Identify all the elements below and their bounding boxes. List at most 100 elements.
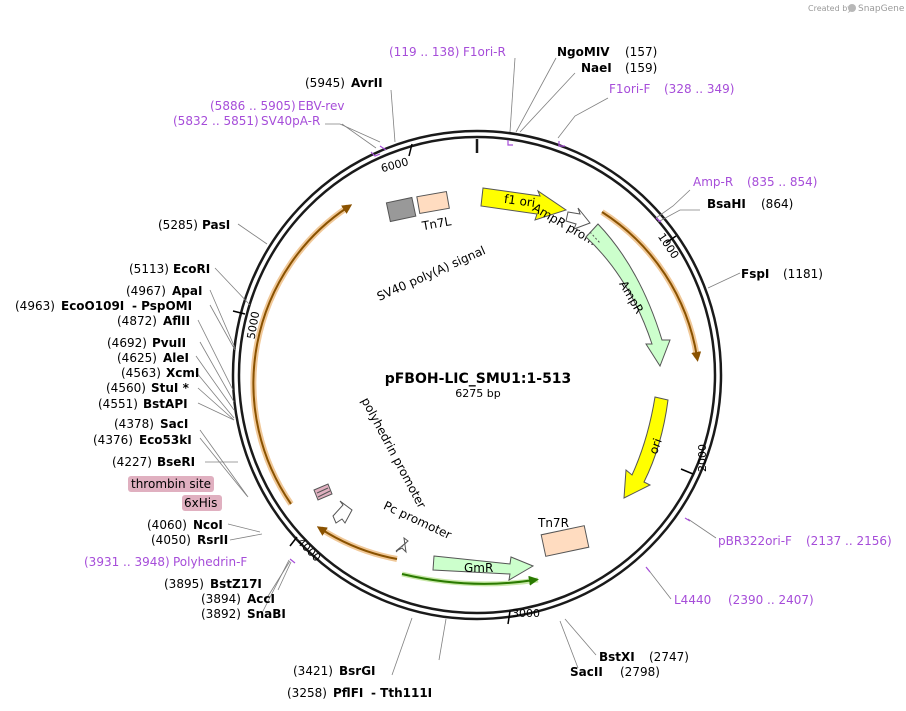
his-tag-badge — [182, 495, 222, 511]
enzyme-eco53ki-pos: (4376) — [93, 433, 133, 447]
enzyme-pasi-name: PasI — [202, 218, 230, 232]
enzyme-naei-name: NaeI — [581, 61, 612, 75]
primer-polyhedrin-f-range: (3931 .. 3948) — [84, 555, 170, 569]
primer-f1ori-f-range: (328 .. 349) — [664, 82, 734, 96]
tick-6000: 6000 — [380, 155, 410, 175]
enzyme-alei-pos: (4625) — [117, 351, 157, 365]
snapgene-watermark: Created by SnapGene — [808, 4, 905, 14]
primer-polyhedrin-f-name: Polyhedrin-F — [173, 555, 247, 569]
enzyme-bsrgi-name: BsrGI — [339, 664, 376, 678]
his-tag-label: 6xHis — [184, 496, 217, 510]
snapgene-logo-icon — [848, 4, 856, 12]
primer-pbr322ori-f-range: (2137 .. 2156) — [806, 534, 892, 548]
enzyme-fspi-pos: (1181) — [783, 267, 823, 281]
enzyme-bseri-name: BseRI — [157, 455, 195, 469]
orf-arcs — [250, 204, 702, 587]
enzyme-acci-pos: (3894) — [201, 592, 241, 606]
primer-amp-r-range: (835 .. 854) — [747, 175, 817, 189]
primer-f1ori-r-range: (119 .. 138) — [389, 45, 459, 59]
primer-amp-r-name: Amp-R — [693, 175, 733, 189]
plasmid-size: 6275 bp — [455, 387, 500, 400]
plasmid-name: pFBOH-LIC_SMU1:1-513 — [385, 371, 572, 387]
f1-ori-label: f1 ori — [503, 192, 536, 210]
enzyme-acci-name: AccI — [247, 592, 275, 606]
orf-arc-left — [252, 204, 353, 505]
enzyme-aflii-name: AflII — [163, 314, 190, 328]
primer-pbr322ori-f-name: pBR322ori-F — [718, 534, 792, 548]
ampr-promoter-arrow — [565, 207, 591, 230]
enzyme-sacii-name: SacII — [570, 665, 603, 679]
tn7r-box — [540, 525, 590, 557]
enzyme-ecoo109i-pos: (4963) — [15, 299, 55, 313]
primer-ebv-rev-range: (5886 .. 5905) — [210, 99, 296, 113]
primer-sv40pa-r-range: (5832 .. 5851) — [173, 114, 259, 128]
orf-arc-bottom — [316, 526, 398, 560]
thrombin-site-badge — [128, 476, 214, 492]
enzyme-bstapi-pos: (4551) — [98, 397, 138, 411]
thrombin-site-label: thrombin site — [131, 477, 211, 491]
tick-3000: 3000 — [512, 607, 540, 620]
enzyme-aflii-pos: (4872) — [117, 314, 157, 328]
enzyme-bstxi-name: BstXI — [599, 650, 635, 664]
sv40-label: SV40 poly(A) signal — [375, 243, 488, 303]
enzyme-pflfi-name: PflFI — [333, 686, 363, 700]
orf-arc-bottom-glow — [319, 526, 398, 562]
primer-sv40pa-r-name: SV40pA-R — [261, 114, 320, 128]
ampr-promoter-junction — [589, 231, 601, 244]
enzyme-bsrgi-pos: (3421) — [293, 664, 333, 678]
enzyme-snabi-pos: (3892) — [201, 607, 241, 621]
enzyme-stui-name: StuI * — [151, 381, 190, 395]
enzyme-stui-pos: (4560) — [106, 381, 146, 395]
enzyme-snabi-name: SnaBI — [247, 607, 286, 621]
orf-arc-right — [601, 211, 702, 362]
watermark-brand: SnapGene — [858, 4, 905, 14]
gmr-orf-arc — [401, 573, 539, 586]
enzyme-sacii-pos: (2798) — [620, 665, 660, 679]
enzyme-labels: NgoMIV (157) NaeI (159) (5945) AvrII Bsa… — [15, 45, 823, 700]
enzyme-ecoo109i-name: EcoO109I — [61, 299, 124, 313]
enzyme-pflfi-pos: (3258) — [287, 686, 327, 700]
tn7r-label: Tn7R — [537, 516, 569, 530]
enzyme-bstz17i-pos: (3895) — [164, 577, 204, 591]
enzyme-rsrii-name: RsrII — [197, 533, 228, 547]
enzyme-ecori-pos: (5113) — [129, 262, 169, 276]
gmr-arrow — [432, 555, 535, 581]
f1-ori-arrow — [480, 187, 568, 221]
primer-f1ori-f-name: F1ori-F — [609, 82, 650, 96]
enzyme-rsrii-pos: (4050) — [151, 533, 191, 547]
his-tag-marker — [313, 483, 333, 501]
primer-l4440-range: (2390 .. 2407) — [728, 593, 814, 607]
enzyme-avrii-pos: (5945) — [305, 76, 345, 90]
enzyme-naei-pos: (159) — [625, 61, 657, 75]
tn7l-label: Tn7L — [420, 214, 453, 233]
backbone — [231, 129, 723, 621]
enzyme-ecori-name: EcoRI — [173, 262, 210, 276]
leader-lines — [195, 57, 741, 676]
primer-labels: (119 .. 138) F1ori-R F1ori-F (328 .. 349… — [84, 45, 892, 607]
enzyme-eco53ki-name: Eco53kI — [139, 433, 192, 447]
enzyme-bseri-pos: (4227) — [112, 455, 152, 469]
enzyme-ngomiv-pos: (157) — [625, 45, 657, 59]
enzyme-saci-pos: (4378) — [114, 417, 154, 431]
enzyme-saci-name: SacI — [160, 417, 188, 431]
enzyme-ncoi-name: NcoI — [193, 518, 223, 532]
sv40-polya-box — [385, 196, 417, 223]
gmr-label: GmR — [464, 561, 493, 575]
enzyme-xcmi-pos: (4563) — [121, 366, 161, 380]
enzyme-apai-name: ApaI — [172, 284, 202, 298]
plasmid-title-block: pFBOH-LIC_SMU1:1-513 6275 bp — [385, 371, 572, 400]
enzyme-bstz17i-name: BstZ17I — [210, 577, 262, 591]
enzyme-pvuii-name: PvuII — [152, 336, 186, 350]
enzyme-pvuii-pos: (4692) — [107, 336, 147, 350]
tick-2000: 2000 — [696, 444, 709, 472]
enzyme-pspomi-name: - PspOMI — [132, 299, 192, 313]
enzyme-avrii-name: AvrII — [351, 76, 383, 90]
enzyme-pasi-pos: (5285) — [158, 218, 198, 232]
primer-f1ori-r-name: F1ori-R — [463, 45, 506, 59]
polyhedrin-promoter-arrow — [332, 500, 353, 524]
enzyme-bsahi-pos: (864) — [761, 197, 793, 211]
enzyme-apai-pos: (4967) — [126, 284, 166, 298]
enzyme-alei-name: AleI — [163, 351, 189, 365]
enzyme-xcmi-name: XcmI — [166, 366, 199, 380]
polyhedrin-promoter-label: polyhedrin promoter — [358, 395, 428, 511]
